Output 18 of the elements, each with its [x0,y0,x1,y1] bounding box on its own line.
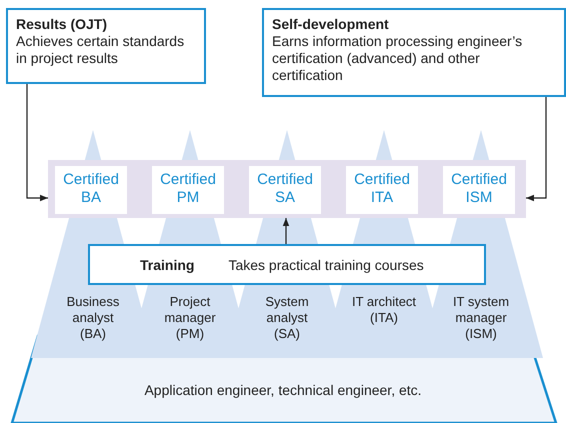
role-label: Project manager (PM) [156,294,224,348]
training-box [88,244,486,285]
heading: Results (OJT) [16,16,108,33]
role-label: IT architect (ITA) [350,294,418,348]
role-label: IT system manager (ISM) [447,294,515,348]
note-box [6,8,206,84]
arrow [526,97,547,202]
description: Takes practical training courses [228,256,424,272]
heading: Self-development [272,16,390,33]
role-label: System analyst (SA) [253,294,321,348]
note-box [262,8,566,97]
base-label: Application engineer, technical engineer, etc. [143,382,423,398]
description: Earns information processing engineer’s certification (advanced) and other certification [272,33,524,84]
heading: Training [140,256,194,272]
role-label: Business analyst (BA) [59,294,127,348]
description: Achieves certain standards in project results [16,33,186,67]
arrow [282,218,290,244]
arrow [26,84,48,202]
